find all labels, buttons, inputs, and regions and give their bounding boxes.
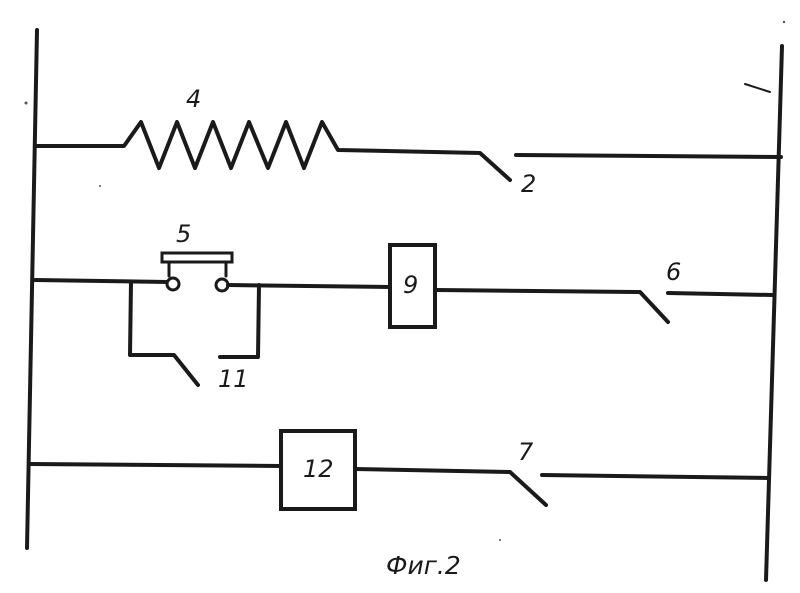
box-bottom-label: 12 (303, 455, 334, 483)
figure-caption: Фиг.2 (386, 551, 461, 580)
pushbutton-contact-left (167, 278, 179, 290)
left-rail (27, 30, 37, 548)
pushbutton-label: 5 (176, 220, 191, 248)
pushbutton-cap (162, 253, 232, 262)
rung-1: 4 2 (37, 85, 781, 198)
switch-bottom-label: 7 (518, 438, 534, 466)
box-middle-label: 9 (403, 271, 418, 299)
right-rail (766, 46, 782, 580)
switch-top-label: 2 (521, 170, 536, 198)
resistor-label: 4 (186, 85, 201, 113)
switch-middle-label: 6 (666, 258, 681, 286)
rung-3: 12 7 (29, 431, 769, 509)
rung-2: 5 11 9 6 (35, 220, 772, 393)
switch-bypass-label: 11 (218, 365, 249, 393)
